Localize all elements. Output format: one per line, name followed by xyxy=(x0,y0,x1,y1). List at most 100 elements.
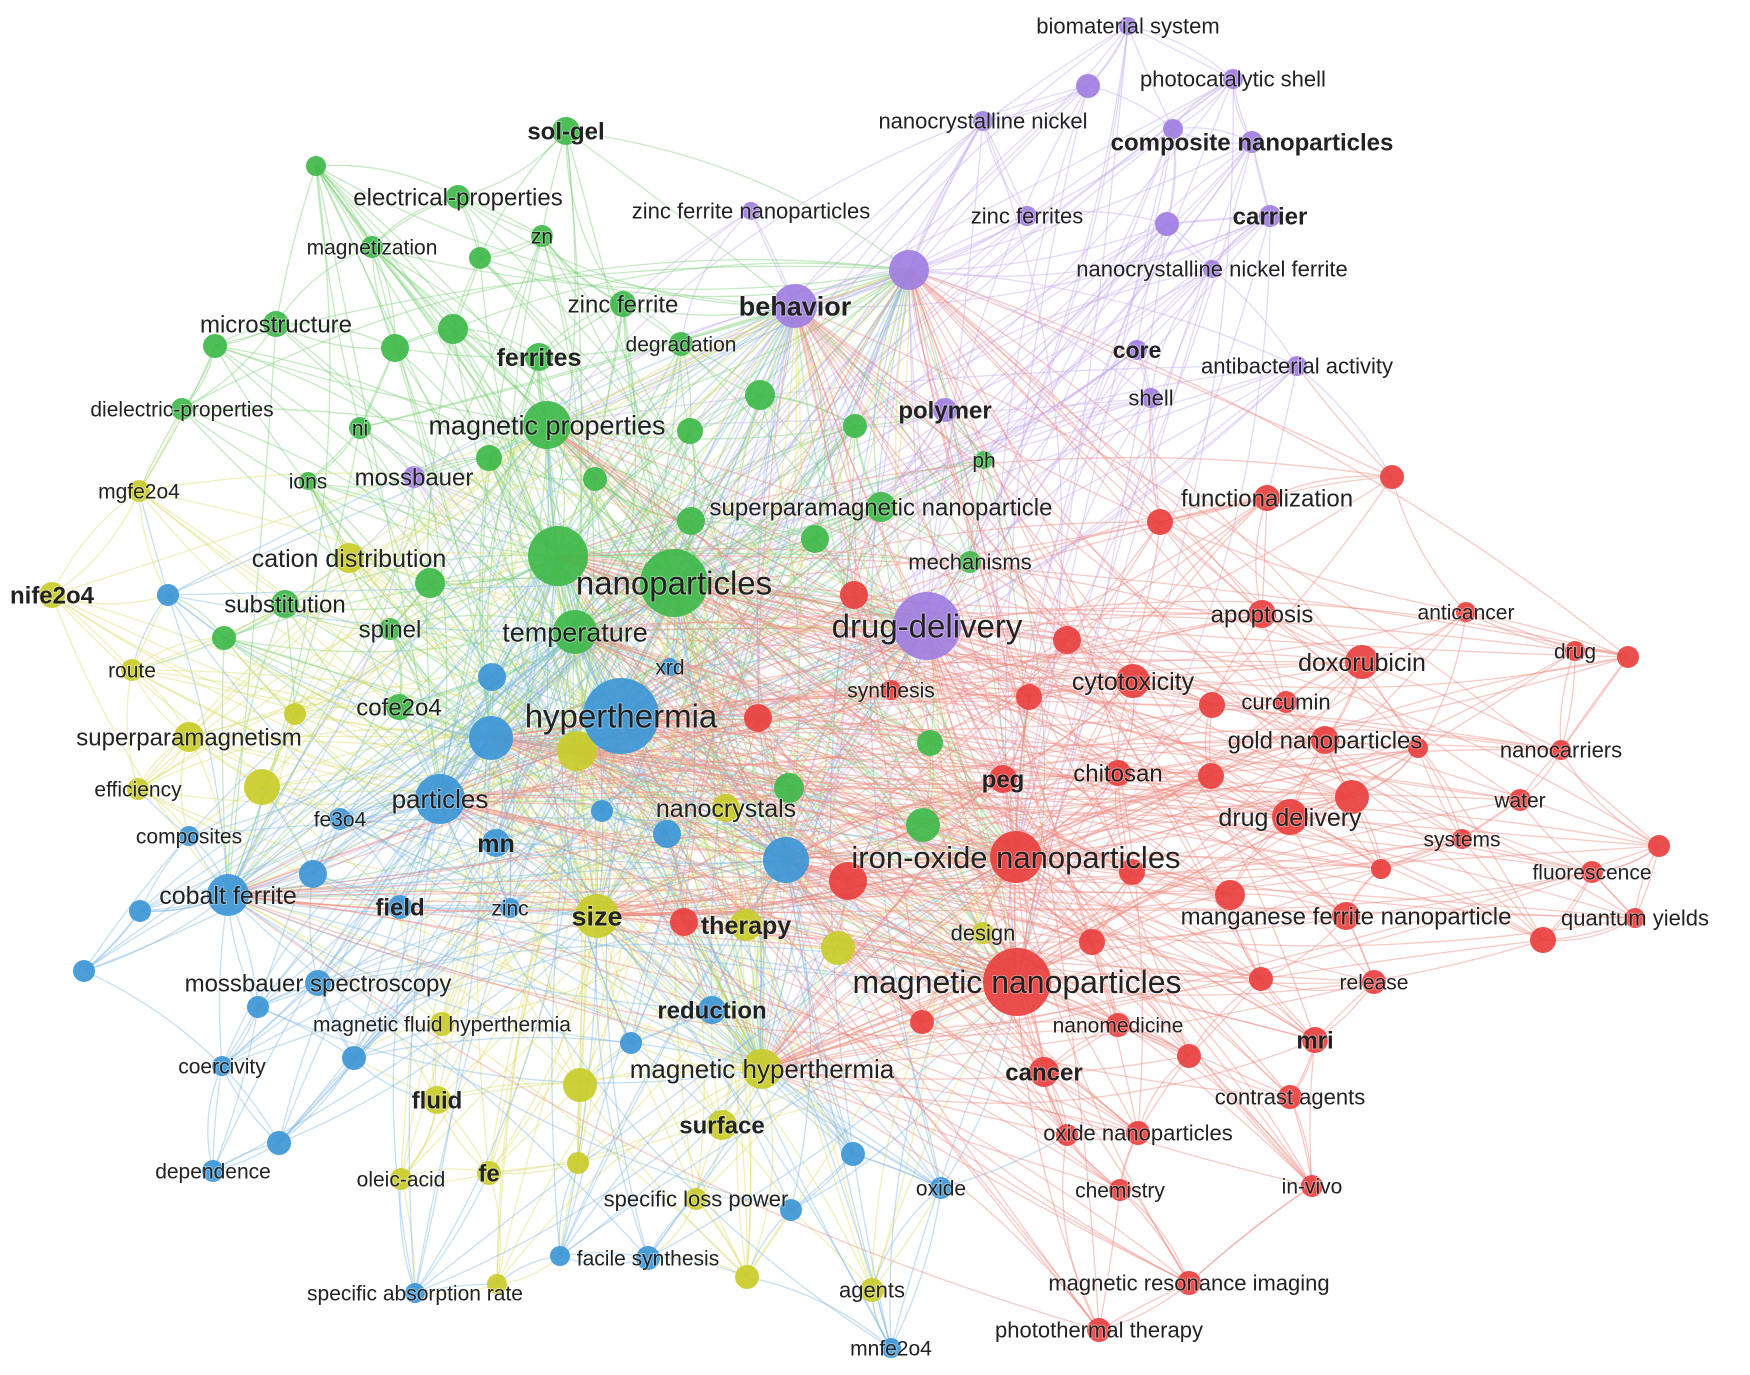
node-blue[interactable] xyxy=(342,1046,366,1070)
node-green[interactable] xyxy=(801,525,829,553)
node-green[interactable] xyxy=(271,590,299,618)
node-green[interactable] xyxy=(523,401,571,449)
node-red[interactable] xyxy=(1119,859,1145,885)
node-blue[interactable] xyxy=(157,584,179,606)
node-yellow[interactable] xyxy=(860,1278,884,1302)
node-blue[interactable] xyxy=(267,1131,291,1155)
node-blue[interactable] xyxy=(415,774,465,824)
node-red[interactable] xyxy=(1332,902,1360,930)
node-red[interactable] xyxy=(670,908,698,936)
node-blue[interactable] xyxy=(620,1032,642,1054)
node-red[interactable] xyxy=(1029,1057,1059,1087)
node-blue[interactable] xyxy=(478,663,506,691)
node-green[interactable] xyxy=(446,185,470,209)
node-purple[interactable] xyxy=(1223,69,1243,89)
node-green[interactable] xyxy=(583,467,607,491)
node-blue[interactable] xyxy=(299,860,327,888)
node-purple[interactable] xyxy=(1119,17,1137,35)
node-red[interactable] xyxy=(1335,780,1369,814)
node-green[interactable] xyxy=(415,568,445,598)
node-purple[interactable] xyxy=(933,398,957,422)
node-yellow[interactable] xyxy=(575,894,619,938)
node-blue[interactable] xyxy=(930,1177,952,1199)
node-blue[interactable] xyxy=(780,1199,802,1221)
node-purple[interactable] xyxy=(1076,74,1100,98)
node-red[interactable] xyxy=(840,581,868,609)
node-blue[interactable] xyxy=(305,970,331,996)
node-purple[interactable] xyxy=(1163,119,1183,139)
node-red[interactable] xyxy=(1198,763,1224,789)
node-red[interactable] xyxy=(1053,626,1081,654)
node-red[interactable] xyxy=(1362,970,1386,994)
node-blue[interactable] xyxy=(179,826,199,846)
node-yellow[interactable] xyxy=(707,1110,737,1140)
node-purple[interactable] xyxy=(1127,340,1147,360)
node-red[interactable] xyxy=(1581,861,1603,883)
node-green[interactable] xyxy=(203,334,227,358)
node-yellow[interactable] xyxy=(39,582,65,608)
node-yellow[interactable] xyxy=(730,909,762,941)
node-purple[interactable] xyxy=(893,592,961,660)
node-red[interactable] xyxy=(910,1010,934,1034)
node-red[interactable] xyxy=(1456,602,1476,622)
node-green[interactable] xyxy=(553,610,597,654)
node-yellow[interactable] xyxy=(128,480,150,502)
node-red[interactable] xyxy=(1648,835,1670,857)
node-red[interactable] xyxy=(1056,1124,1078,1146)
node-red[interactable] xyxy=(744,704,772,732)
node-red[interactable] xyxy=(1278,1085,1302,1109)
node-yellow[interactable] xyxy=(972,922,994,944)
node-red[interactable] xyxy=(1199,692,1225,718)
node-red[interactable] xyxy=(1565,641,1585,661)
node-green[interactable] xyxy=(528,526,588,586)
node-red[interactable] xyxy=(1106,1013,1130,1037)
node-green[interactable] xyxy=(361,236,383,258)
node-red[interactable] xyxy=(1215,880,1245,910)
node-purple[interactable] xyxy=(403,466,425,488)
node-green[interactable] xyxy=(843,414,867,438)
node-red[interactable] xyxy=(1408,738,1428,758)
node-red[interactable] xyxy=(1302,1027,1328,1053)
node-green[interactable] xyxy=(531,225,553,247)
node-purple[interactable] xyxy=(773,284,817,328)
node-yellow[interactable] xyxy=(174,722,204,752)
node-green[interactable] xyxy=(299,472,317,490)
node-red[interactable] xyxy=(1530,927,1556,953)
node-blue[interactable] xyxy=(482,829,510,857)
node-blue[interactable] xyxy=(500,898,520,918)
node-green[interactable] xyxy=(959,551,981,573)
node-red[interactable] xyxy=(1380,465,1404,489)
node-green[interactable] xyxy=(610,291,636,317)
node-yellow[interactable] xyxy=(685,1188,707,1210)
node-blue[interactable] xyxy=(129,900,151,922)
node-purple[interactable] xyxy=(1287,356,1307,376)
node-yellow[interactable] xyxy=(567,1152,589,1174)
node-green[interactable] xyxy=(381,334,409,362)
node-yellow[interactable] xyxy=(557,731,597,771)
node-red[interactable] xyxy=(1311,726,1339,754)
node-red[interactable] xyxy=(1016,684,1042,710)
node-red[interactable] xyxy=(1147,509,1173,535)
node-yellow[interactable] xyxy=(735,1265,759,1289)
node-red[interactable] xyxy=(1551,740,1571,760)
node-yellow[interactable] xyxy=(563,1068,597,1102)
node-yellow[interactable] xyxy=(742,1049,782,1089)
node-red[interactable] xyxy=(1116,664,1150,698)
node-blue[interactable] xyxy=(388,895,412,919)
node-green[interactable] xyxy=(469,247,491,269)
node-yellow[interactable] xyxy=(477,1161,501,1185)
node-purple[interactable] xyxy=(1155,212,1179,236)
node-yellow[interactable] xyxy=(127,778,149,800)
node-purple[interactable] xyxy=(973,111,993,131)
node-green[interactable] xyxy=(306,156,326,176)
node-blue[interactable] xyxy=(212,1056,232,1076)
node-blue[interactable] xyxy=(583,678,659,754)
node-blue[interactable] xyxy=(661,658,679,676)
node-green[interactable] xyxy=(669,332,693,356)
node-purple[interactable] xyxy=(1203,260,1221,278)
node-red[interactable] xyxy=(983,948,1051,1016)
node-blue[interactable] xyxy=(763,837,809,883)
node-yellow[interactable] xyxy=(284,703,306,725)
node-purple[interactable] xyxy=(1241,131,1263,153)
node-red[interactable] xyxy=(1109,1179,1131,1201)
